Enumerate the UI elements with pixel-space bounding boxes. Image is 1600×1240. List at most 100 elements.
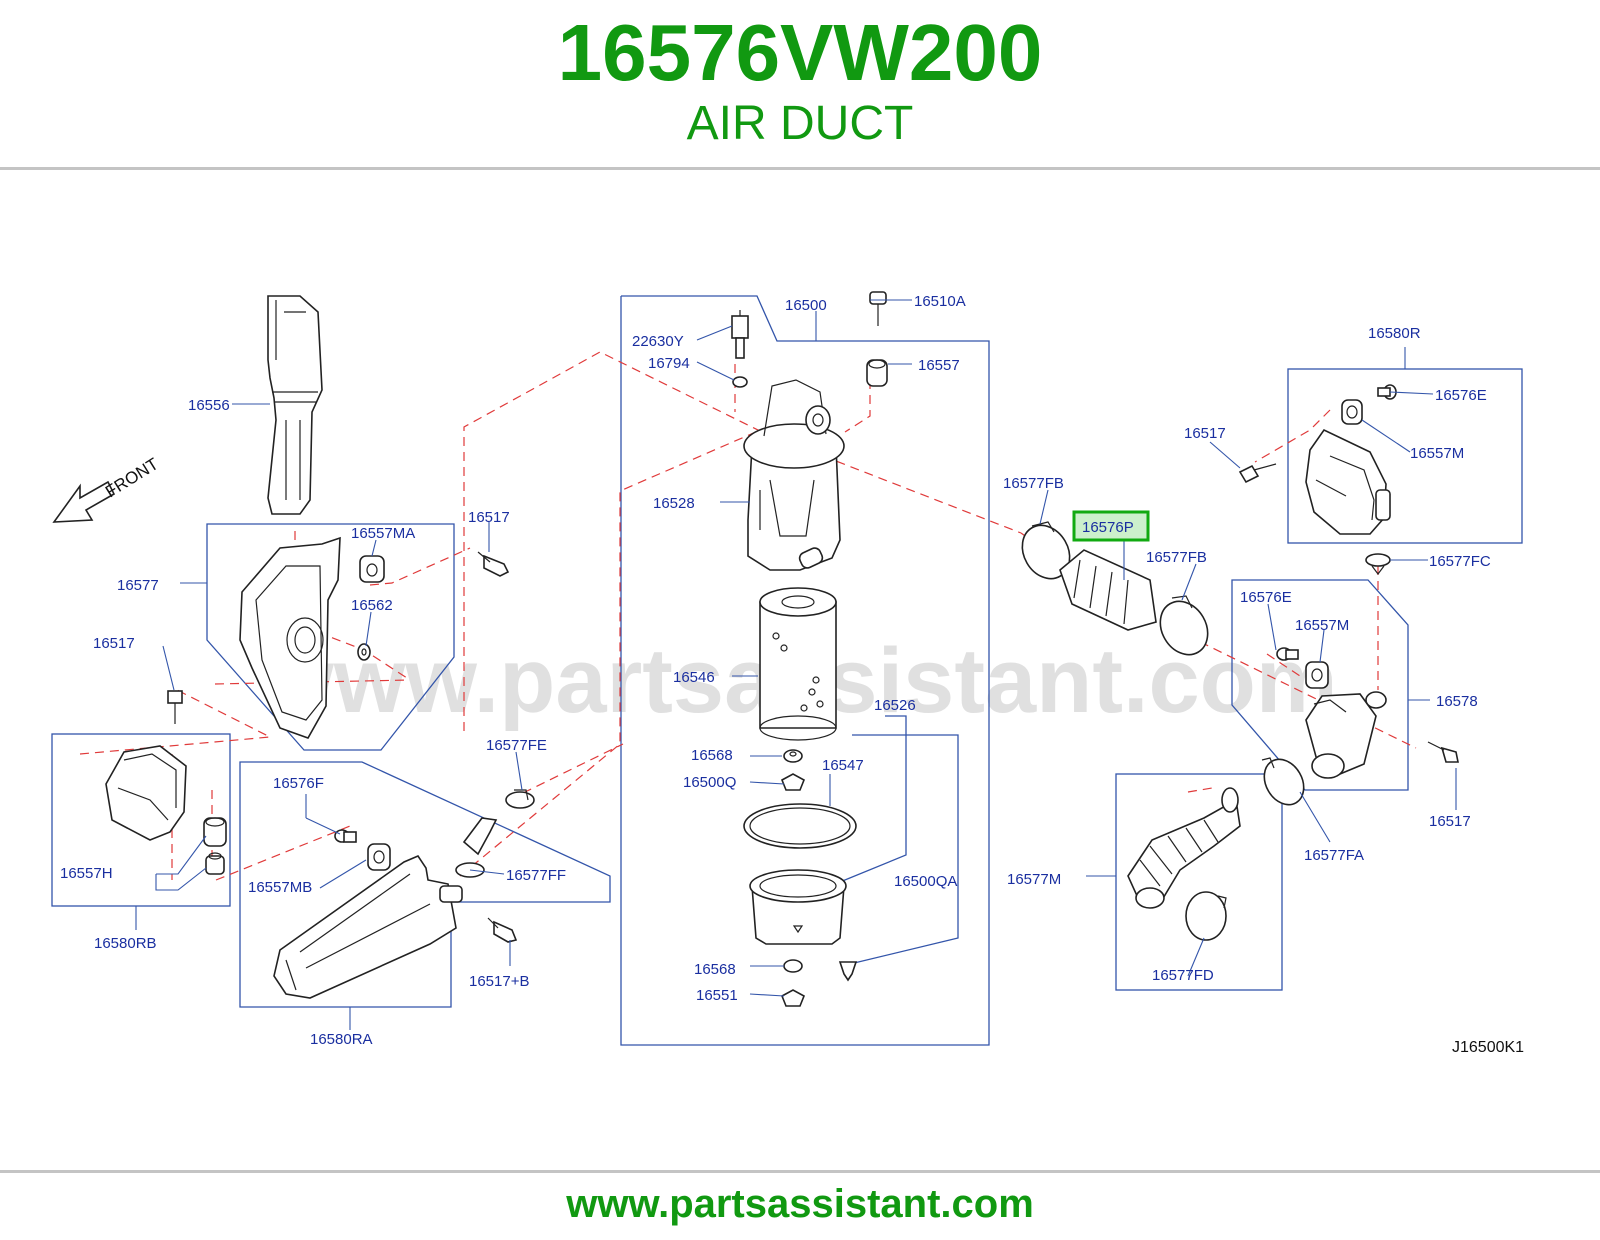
bracket-16526 <box>839 715 907 883</box>
label-16577M[interactable]: 16577M <box>1007 871 1061 888</box>
bracket-16500QA <box>849 734 959 965</box>
part-16510A-bolt <box>869 291 887 326</box>
label-16577FB-left[interactable]: 16577FB <box>1003 475 1064 492</box>
part-16557M-bushing-right <box>1305 661 1329 689</box>
group-box-16580RA <box>239 761 611 1008</box>
footer-divider <box>0 1170 1600 1173</box>
label-16500QA[interactable]: 16500QA <box>894 873 957 890</box>
label-16556[interactable]: 16556 <box>188 397 230 414</box>
group-box-16500 <box>620 295 990 1046</box>
label-22630Y[interactable]: 22630Y <box>632 333 684 350</box>
header-divider <box>0 167 1600 170</box>
label-16557[interactable]: 16557 <box>918 357 960 374</box>
part-16562-washer <box>357 643 371 661</box>
label-16517-top-right[interactable]: 16517 <box>1184 425 1226 442</box>
label-16577FF[interactable]: 16577FF <box>506 867 566 884</box>
part-elbow-hose <box>455 789 535 878</box>
label-16528[interactable]: 16528 <box>653 495 695 512</box>
label-16500[interactable]: 16500 <box>785 297 827 314</box>
part-22630Y-sensor <box>731 310 749 359</box>
group-box-16577 <box>206 523 455 751</box>
part-number-title: 16576VW200 <box>557 8 1043 97</box>
label-16577FE[interactable]: 16577FE <box>486 737 547 754</box>
part-16577FC-clamp <box>1365 553 1391 575</box>
part-16517B-bolt <box>487 917 518 943</box>
part-16557MA-bushing <box>359 555 385 583</box>
label-16577FA[interactable]: 16577FA <box>1304 847 1364 864</box>
part-16578-resonator-elbow <box>1305 691 1387 779</box>
group-box-16578 <box>1231 579 1409 791</box>
part-16568-grommet-lower <box>783 959 803 973</box>
part-16546-filter-element <box>759 587 837 741</box>
part-16500Q-wing-nut <box>780 773 806 791</box>
part-16576F-bolt <box>334 829 357 843</box>
footer-url[interactable]: www.partsassistant.com <box>566 1182 1034 1226</box>
part-16568-grommet-upper <box>783 749 803 763</box>
part-16576P-air-duct <box>1021 521 1209 656</box>
part-16517-bolt-top-right <box>1238 463 1277 484</box>
label-16546[interactable]: 16546 <box>673 669 715 686</box>
parts-diagram: www.partsassistant.com <box>51 291 1524 1056</box>
label-16577FB-right[interactable]: 16577FB <box>1146 549 1207 566</box>
part-16580RB-resonator <box>105 745 187 841</box>
part-16576E-bolt-right <box>1276 647 1299 661</box>
label-16562[interactable]: 16562 <box>351 597 393 614</box>
part-16557MB-bushing <box>367 843 391 871</box>
part-16577M-hose <box>1127 787 1241 909</box>
label-16500Q[interactable]: 16500Q <box>683 774 736 791</box>
label-16576E-top[interactable]: 16576E <box>1435 387 1487 404</box>
label-16577FD[interactable]: 16577FD <box>1152 967 1214 984</box>
page-header: 16576VW200 AIR DUCT <box>0 0 1600 168</box>
label-16577FC[interactable]: 16577FC <box>1429 553 1491 570</box>
label-16526[interactable]: 16526 <box>874 697 916 714</box>
label-16580RA[interactable]: 16580RA <box>310 1031 373 1048</box>
label-16517-mid[interactable]: 16517 <box>468 509 510 526</box>
part-16577FD-clamp <box>1185 891 1227 941</box>
part-16526-cover <box>749 869 847 945</box>
label-16547[interactable]: 16547 <box>822 757 864 774</box>
front-direction-arrow: FRONT <box>52 454 162 523</box>
part-16551-wing-nut <box>780 989 806 1007</box>
label-16517-left[interactable]: 16517 <box>93 635 135 652</box>
part-16557-grommet <box>866 359 888 387</box>
group-box-16577M <box>1115 773 1283 991</box>
label-16580R[interactable]: 16580R <box>1368 325 1421 342</box>
part-name-subtitle: AIR DUCT <box>686 97 914 150</box>
part-16577FA-clamp <box>1261 757 1305 806</box>
diagram-ref-code: J16500K1 <box>1452 1039 1524 1056</box>
part-16794-washer <box>732 376 748 388</box>
label-16576E-right[interactable]: 16576E <box>1240 589 1292 606</box>
part-16556-intake-duct <box>267 295 323 515</box>
label-16517-bottom-right[interactable]: 16517 <box>1429 813 1471 830</box>
label-16557M-top[interactable]: 16557M <box>1410 445 1464 462</box>
part-16528-air-cleaner-body <box>743 379 845 571</box>
label-16578[interactable]: 16578 <box>1436 693 1478 710</box>
label-16576F[interactable]: 16576F <box>273 775 324 792</box>
label-16568-lower[interactable]: 16568 <box>694 961 736 978</box>
label-16557MA[interactable]: 16557MA <box>351 525 415 542</box>
part-16500QA-clip <box>838 961 858 982</box>
group-box-16580RB <box>51 733 231 907</box>
part-16517-bolt-left <box>167 690 183 724</box>
front-label: FRONT <box>102 454 162 501</box>
label-16580RB[interactable]: 16580RB <box>94 935 157 952</box>
label-16557M-right[interactable]: 16557M <box>1295 617 1349 634</box>
part-16577-air-cleaner-bracket <box>239 536 341 739</box>
label-16557MB[interactable]: 16557MB <box>248 879 312 896</box>
label-16568-upper[interactable]: 16568 <box>691 747 733 764</box>
highlight-16576P[interactable]: 16576P <box>1072 510 1150 542</box>
part-16580R-resonator <box>1305 428 1391 535</box>
label-16577[interactable]: 16577 <box>117 577 159 594</box>
part-16580RA-resonator-tube <box>273 855 463 999</box>
label-16794[interactable]: 16794 <box>648 355 690 372</box>
part-16547-seal-ring <box>743 803 857 849</box>
label-16576P[interactable]: 16576P <box>1082 519 1134 536</box>
label-16557H[interactable]: 16557H <box>60 865 113 882</box>
part-16557H-bushing <box>203 817 227 875</box>
part-16517-bolt-bottom-right <box>1427 741 1459 763</box>
label-16517B[interactable]: 16517+B <box>469 973 529 990</box>
part-16517-bolt-mid <box>477 551 510 577</box>
label-16551[interactable]: 16551 <box>696 987 738 1004</box>
part-16557M-bushing-top <box>1341 399 1363 425</box>
label-16510A[interactable]: 16510A <box>914 293 966 310</box>
